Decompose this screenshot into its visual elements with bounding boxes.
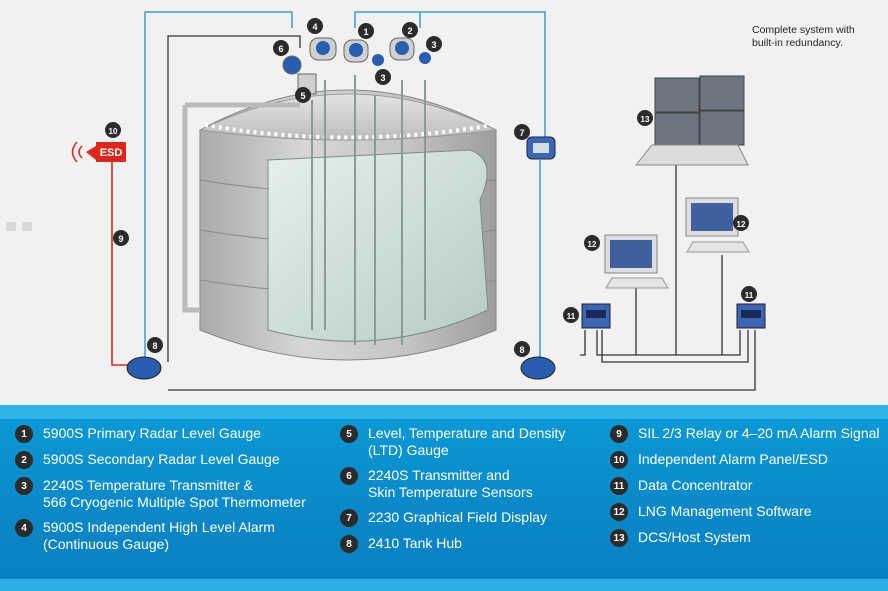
callout-10: 10 xyxy=(105,122,121,138)
callout-3a: 3 xyxy=(426,36,442,52)
svg-text:2: 2 xyxy=(407,26,412,36)
callout-8a: 8 xyxy=(147,337,163,353)
callout-11b: 11 xyxy=(741,286,757,302)
legend-top-bar xyxy=(0,405,888,419)
signal-wiring xyxy=(111,11,756,391)
svg-text:6: 6 xyxy=(278,44,283,54)
svg-text:12: 12 xyxy=(737,220,746,229)
svg-text:8: 8 xyxy=(519,345,524,355)
svg-text:3: 3 xyxy=(380,73,385,83)
callout-3b: 3 xyxy=(375,69,391,85)
callout-6: 6 xyxy=(273,40,289,56)
svg-text:5: 5 xyxy=(300,91,305,101)
callout-11a: 11 xyxy=(563,307,579,323)
callout-4: 4 xyxy=(307,18,323,34)
callout-8b: 8 xyxy=(514,341,530,357)
callout-1: 1 xyxy=(358,23,374,39)
redundancy-note: Complete system with built-in redundancy… xyxy=(752,24,878,50)
left-edge-marks xyxy=(6,222,32,231)
svg-text:1: 1 xyxy=(363,27,368,37)
lng-tank xyxy=(182,75,498,361)
callout-9: 9 xyxy=(113,230,129,246)
svg-text:11: 11 xyxy=(567,312,576,321)
callout-12b: 12 xyxy=(733,215,749,231)
tank-hub-devices xyxy=(126,356,556,380)
esd-label: ESD xyxy=(100,147,123,159)
note-line-1: Complete system with xyxy=(752,24,855,36)
field-display-device xyxy=(526,136,556,160)
legend-bottom-bar xyxy=(0,579,888,591)
svg-text:10: 10 xyxy=(109,127,118,136)
svg-text:11: 11 xyxy=(745,291,754,300)
callout-13: 13 xyxy=(637,110,653,126)
svg-text:3: 3 xyxy=(431,40,436,50)
workstations xyxy=(604,197,750,289)
svg-text:13: 13 xyxy=(641,115,650,124)
svg-text:7: 7 xyxy=(519,128,524,138)
svg-text:9: 9 xyxy=(118,234,123,244)
svg-text:8: 8 xyxy=(152,341,157,351)
system-diagram: ESD 1 2 3 3 4 5 6 7 8 8 9 10 xyxy=(6,11,766,391)
callout-badges: 1 2 3 3 4 5 6 7 8 8 9 10 11 11 12 12 13 xyxy=(105,18,757,357)
svg-text:12: 12 xyxy=(588,240,597,249)
data-concentrators xyxy=(581,303,766,329)
dcs-host-system xyxy=(634,75,749,166)
callout-2: 2 xyxy=(402,22,418,38)
roof-gauges xyxy=(282,37,431,95)
svg-text:4: 4 xyxy=(312,22,317,32)
esd-panel: ESD xyxy=(71,141,126,163)
note-line-2: built-in redundancy. xyxy=(752,37,843,49)
callout-5: 5 xyxy=(295,87,311,103)
callout-7: 7 xyxy=(514,124,530,140)
callout-12a: 12 xyxy=(584,235,600,251)
